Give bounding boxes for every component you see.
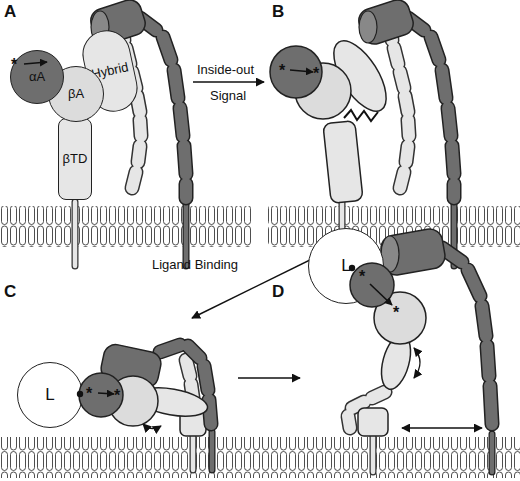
beta-leg	[186, 360, 193, 398]
site-marker: *	[359, 269, 365, 285]
alpha-tm	[209, 432, 216, 470]
site-marker: *	[393, 305, 399, 321]
alpha-tm	[184, 205, 189, 266]
site-marker: *	[11, 57, 17, 73]
panel-letter: C	[4, 283, 16, 300]
integrin-ligand-bound	[99, 342, 212, 470]
alpha-leg	[442, 248, 492, 424]
beta-tm	[73, 202, 78, 266]
beta-td	[180, 406, 206, 436]
ligand-circle: L	[17, 362, 83, 428]
step-label: Ligand Binding	[152, 258, 238, 271]
step-label: Signal	[210, 89, 246, 102]
alpha-leg	[442, 248, 492, 424]
alpha-leg	[408, 18, 454, 198]
membrane	[268, 206, 520, 247]
node-label: L	[45, 386, 54, 405]
panel-letter: B	[272, 3, 284, 20]
beta-leg	[348, 392, 385, 428]
shift-arrow	[290, 70, 313, 72]
hybrid-domain	[324, 33, 397, 120]
alpha-tm	[451, 205, 458, 266]
alpha-leg	[140, 18, 186, 198]
step-label: Inside-out	[197, 63, 254, 76]
beta-tm	[190, 436, 197, 470]
ligand-circle: L	[308, 228, 384, 304]
beta-td: βTD	[58, 118, 92, 200]
beta-leg	[186, 360, 193, 398]
alpha-head	[379, 227, 447, 277]
alpha-head-rim	[359, 11, 377, 43]
beta-td	[358, 408, 388, 436]
beta-tm	[72, 202, 79, 266]
site-marker: *	[114, 388, 120, 404]
node-label: αA	[29, 70, 45, 84]
node-label: L	[341, 257, 350, 276]
node-label: βA	[68, 87, 84, 101]
beta-tm	[191, 436, 196, 470]
alpha-tm	[489, 434, 496, 472]
alpha-tm	[490, 434, 495, 472]
integrin-primed	[356, 0, 454, 266]
hybrid-domain	[376, 332, 416, 393]
alpha-leg	[160, 345, 211, 424]
alpha-tm	[183, 205, 190, 266]
beta-a-domain	[374, 292, 426, 344]
alpha-tm	[452, 205, 457, 266]
beta-leg	[348, 392, 385, 428]
alpha-leg	[140, 18, 186, 198]
alpha-a-domain	[270, 46, 322, 98]
beta-a-domain	[295, 63, 351, 119]
site-marker: *	[313, 66, 319, 82]
alpha-head	[356, 0, 417, 47]
site-marker: *	[86, 386, 92, 402]
beta-td	[323, 121, 363, 204]
site-marker: *	[279, 63, 285, 79]
beta-tm	[371, 436, 376, 472]
panel-letter: A	[4, 3, 16, 20]
membrane	[0, 437, 520, 478]
beta-leg	[388, 24, 409, 188]
alpha-a-domain	[79, 373, 123, 417]
motion-arrow	[414, 348, 420, 378]
node-label: βTD	[63, 152, 88, 166]
alpha-head	[99, 342, 163, 389]
step-arrow	[193, 81, 264, 83]
separation-arrow	[402, 427, 482, 428]
alpha-a-domain: αA	[10, 50, 64, 104]
beta-tm	[370, 436, 377, 472]
shift-arrow	[98, 393, 114, 394]
motion-arrow	[143, 424, 161, 429]
beta-leg	[388, 24, 409, 188]
membrane	[0, 206, 252, 247]
panel-letter: D	[272, 283, 284, 300]
hybrid-domain	[134, 383, 209, 421]
alpha-leg	[408, 18, 454, 198]
step-arrow	[238, 377, 300, 379]
alpha-leg	[160, 345, 211, 424]
beta-a-domain	[108, 376, 158, 426]
alpha-tm	[210, 432, 215, 470]
zigzag	[344, 110, 378, 121]
